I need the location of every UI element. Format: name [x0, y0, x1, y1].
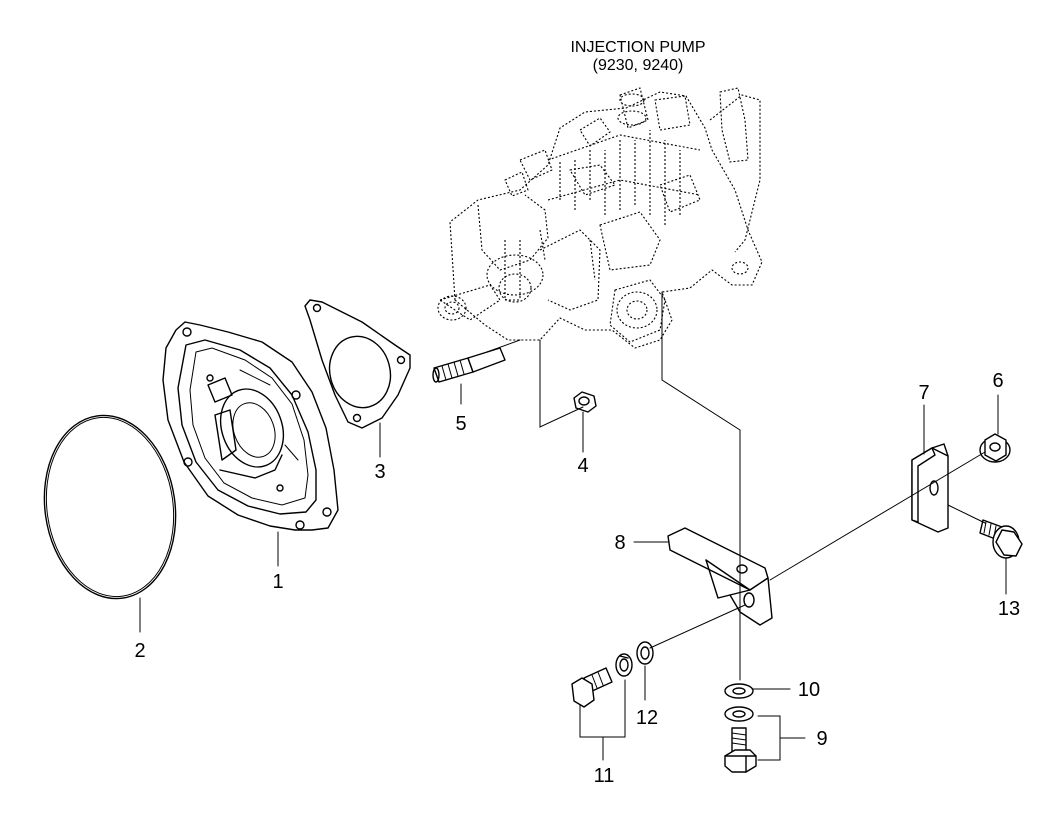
bolt-11: [571, 667, 613, 708]
washer-12: [636, 641, 654, 665]
callout-9: 9: [816, 728, 827, 750]
title-line-2: (9230, 9240): [593, 57, 684, 74]
callout-2: 2: [134, 640, 145, 662]
bracket-7: [911, 443, 949, 533]
spring-washer-11: [615, 653, 633, 677]
callout-8: 8: [614, 532, 625, 554]
callout-10: 10: [798, 679, 820, 701]
assembly-lines: [139, 291, 1007, 761]
bracket-8: [667, 527, 773, 626]
callout-11: 11: [594, 765, 615, 787]
washer-10: [724, 683, 754, 699]
nut-4: [573, 391, 597, 413]
bolt-9: [724, 727, 757, 773]
callout-13: 13: [998, 598, 1020, 620]
washer-9: [724, 706, 754, 722]
callout-7: 7: [918, 382, 929, 404]
title-line-1: INJECTION PUMP: [570, 39, 705, 56]
o-ring: [43, 414, 177, 600]
bolt-13: [979, 519, 1023, 559]
nut-6: [979, 433, 1011, 463]
flange-cover: [162, 321, 339, 531]
callout-3: 3: [374, 461, 385, 483]
gasket: [304, 299, 411, 429]
callout-6: 6: [992, 370, 1003, 392]
injection-pump-phantom: [437, 87, 763, 349]
callout-12: 12: [636, 707, 658, 729]
callout-4: 4: [577, 455, 588, 477]
stud: [432, 347, 506, 383]
callout-1: 1: [272, 571, 283, 593]
callout-5: 5: [455, 413, 466, 435]
